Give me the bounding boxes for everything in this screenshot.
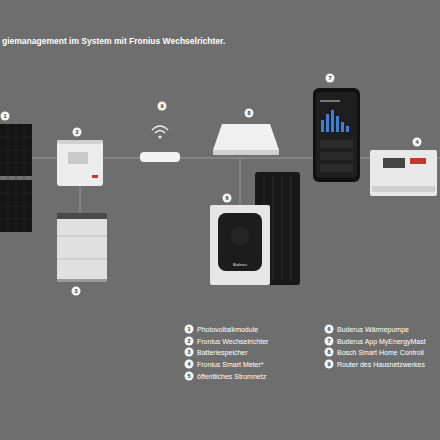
- callout-number: 8: [245, 109, 254, 118]
- battery: [57, 213, 107, 282]
- callout-number: 2: [73, 128, 82, 137]
- legend-number: 2: [185, 337, 194, 346]
- brand-logo: Buderus: [233, 263, 247, 267]
- callout-number: 9: [158, 102, 167, 111]
- callout-number: 7: [326, 74, 335, 83]
- legend-number: 9: [325, 360, 334, 369]
- legend-entry: Bosch Smart Home Controll: [337, 348, 424, 357]
- legend-entry: öffentliches Stromnetz: [197, 372, 266, 381]
- callout-number: 3: [72, 287, 81, 296]
- legend-entry: Buderus Wärmepumpe: [337, 325, 409, 334]
- legend-number: 8: [325, 348, 334, 357]
- smart-meter: [370, 150, 437, 196]
- legend-number: 1: [185, 325, 194, 334]
- legend-entry: Router des Hausnetzwerkes: [337, 360, 425, 369]
- legend-entry: Buderus App MyEnergyMast: [337, 337, 426, 346]
- pv-modules: [0, 124, 32, 232]
- smartphone: [313, 88, 360, 182]
- router: [140, 126, 180, 162]
- legend-entry: Photovoltaikmodule: [197, 325, 258, 334]
- smart-home-controller: [213, 124, 279, 155]
- legend-number: 6: [325, 325, 334, 334]
- callout-number: 6: [223, 194, 232, 203]
- callout-number: 4: [413, 138, 422, 147]
- legend-number: 4: [185, 360, 194, 369]
- legend-entry: Fronius Wechselrichter: [197, 337, 268, 346]
- inverter: [57, 140, 103, 186]
- legend-number: 7: [325, 337, 334, 346]
- legend-number: 5: [185, 372, 194, 381]
- legend-entry: Fronius Smart Meter*: [197, 360, 264, 369]
- callout-number: 1: [1, 112, 10, 121]
- legend-number: 3: [185, 348, 194, 357]
- diagram-title: giemanagement im System mit Fronius Wech…: [2, 36, 225, 46]
- heat-pump: [210, 172, 300, 285]
- legend-entry: Batteriespeicher: [197, 348, 248, 357]
